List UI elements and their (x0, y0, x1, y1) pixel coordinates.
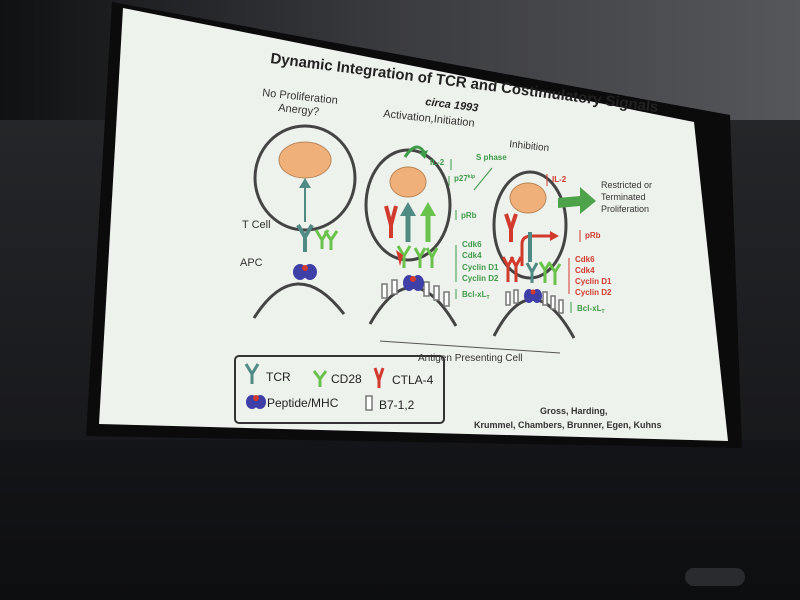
legend-cd28-label: CD28 (331, 372, 362, 386)
floor (0, 440, 800, 600)
right-red-labels: IL-2 pRb Cdk6 Cdk4 Cyclin D1 Cyclin D2 (552, 175, 612, 297)
left-peptide (302, 265, 308, 271)
legend-tcr-icon (244, 363, 260, 384)
right-header: Inhibition (509, 139, 550, 154)
bclxl-right-sub: T (601, 309, 604, 315)
middle-ctla4-bottom (396, 250, 403, 266)
middle-peptide (410, 276, 416, 282)
il2-curved-arrowhead (419, 150, 428, 159)
cdk6-right-label: Cdk6 (575, 255, 595, 264)
left-nucleus (278, 141, 332, 179)
right-t-cell (492, 170, 568, 280)
right-peptide (530, 289, 536, 295)
cdk4-mid-label: Cdk4 (462, 251, 482, 260)
prb-right-label: pRb (585, 231, 601, 240)
antigen-presenting-cell-label: Antigen Presenting Cell (418, 353, 523, 364)
legend-peptide-icon (253, 395, 259, 401)
left-header-2: Anergy? (278, 102, 320, 118)
bclxl-right-label: Bcl-xLT (577, 304, 605, 315)
right-ctla4-left (504, 213, 518, 242)
legend-ctla4-icon (373, 367, 385, 388)
cyclin-d2-mid-label: Cyclin D2 (462, 274, 499, 283)
apc-divider-line (379, 340, 561, 354)
prb-mid-label: pRb (461, 211, 477, 220)
middle-cd28-signal-head (420, 202, 436, 216)
right-inhibition-arrowhead (550, 231, 559, 241)
il2-mid-label: IL-2 (430, 158, 445, 167)
left-t-cell (253, 124, 357, 232)
middle-indicator-arrows (448, 159, 493, 299)
left-cell-diagram (252, 124, 357, 319)
middle-nucleus (389, 166, 427, 198)
bclxl-right-text: Bcl-xL (577, 304, 602, 313)
right-tcr-receptor (525, 262, 539, 283)
legend-cd28-icon (312, 370, 328, 387)
legend-box: TCR CD28 CTLA-4 Peptide/MHC B7-1,2 (234, 355, 445, 424)
right-b7-molecules (505, 289, 564, 314)
right-indicator-arrows (546, 174, 581, 313)
right-cd28 (538, 261, 562, 285)
restricted-label-3: Proliferation (601, 204, 649, 214)
left-tcr (296, 223, 314, 252)
middle-cell-diagram (364, 145, 458, 327)
apc-label: APC (240, 257, 263, 269)
bclxl-mid-text: Bcl-xL (462, 290, 487, 299)
middle-receptors (396, 245, 439, 268)
right-cell-diagram (492, 170, 576, 339)
bclxl-mid-sub: T (486, 295, 489, 301)
s-phase-label: S phase (476, 153, 507, 162)
middle-t-cell (364, 148, 452, 262)
middle-b7-molecules (381, 279, 450, 307)
legend-ctla4-label: CTLA-4 (392, 373, 434, 387)
legend-b7-icon (365, 395, 373, 411)
cdk4-right-label: Cdk4 (575, 266, 595, 275)
p27-text: p27 (454, 174, 468, 183)
legend-border (234, 355, 445, 424)
credits-line-1: Gross, Harding, (540, 406, 608, 416)
p27-superscript: kip (468, 174, 475, 180)
restricted-label-2: Terminated (601, 192, 646, 202)
bclxl-mid-label: Bcl-xLT (462, 290, 490, 301)
right-receptors (501, 256, 523, 282)
il2-curved-arrow (403, 145, 426, 158)
floor-cable (685, 568, 745, 586)
left-cd28 (314, 229, 339, 250)
cyclin-d1-mid-label: Cyclin D1 (462, 263, 499, 272)
left-signal-arrowhead (299, 178, 311, 188)
legend-b7-label: B7-1,2 (379, 398, 415, 412)
legend-tcr-label: TCR (266, 370, 291, 384)
t-cell-label: T Cell (242, 219, 271, 231)
cyclin-d2-right-label: Cyclin D2 (575, 288, 612, 297)
middle-green-labels: IL-2 S phase p27kip pRb Cdk6 Cdk4 Cyclin… (430, 153, 507, 301)
big-green-arrow (558, 187, 596, 214)
right-nucleus (509, 182, 547, 214)
cdk6-mid-label: Cdk6 (462, 240, 482, 249)
legend-peptide-mhc-label: Peptide/MHC (267, 396, 339, 410)
restricted-label-1: Restricted or (601, 180, 652, 190)
credits-line-2: Krummel, Chambers, Brunner, Egen, Kuhns (474, 420, 662, 430)
middle-ctla4-top (384, 205, 398, 238)
left-apc (252, 282, 346, 319)
cyclin-d1-right-label: Cyclin D1 (575, 277, 612, 286)
middle-tcr-signal-head (400, 202, 416, 216)
p27-label: p27kip (454, 174, 475, 183)
il2-right-label: IL-2 (552, 175, 567, 184)
